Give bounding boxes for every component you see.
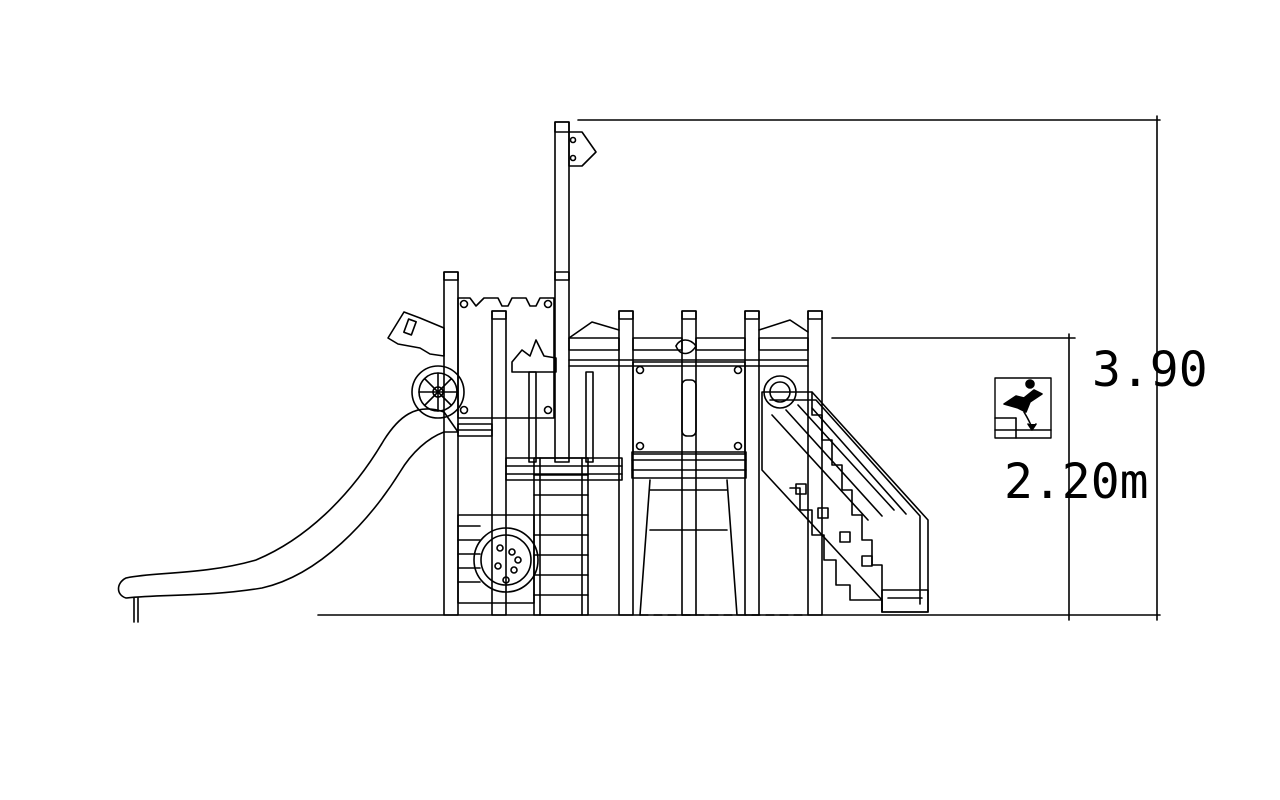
steering-wheel-icon (411, 365, 465, 419)
dimension-fall-height (831, 333, 1076, 621)
flag (568, 131, 597, 167)
ladder (533, 457, 589, 616)
post-left-outer (443, 271, 459, 616)
post-middle-3 (744, 310, 760, 616)
post-middle-2 (681, 310, 697, 616)
decorative-arm (387, 311, 445, 357)
fall-height-label: 2.20m (1004, 454, 1149, 510)
centre-panel (632, 361, 746, 455)
climbing-wall-icon (457, 514, 539, 604)
ladder-handle-left (528, 371, 537, 463)
stairs (761, 391, 929, 613)
post-right (807, 310, 823, 616)
under-deck-frame (639, 479, 809, 616)
total-height-label: 3.90 (1092, 342, 1208, 398)
slide (117, 408, 459, 623)
roof-beams (568, 319, 809, 367)
post-middle-1 (618, 310, 634, 616)
dimension-total-height (577, 115, 1161, 621)
deck-platform (505, 451, 747, 481)
fall-height-pictogram-icon (994, 377, 1052, 439)
flag-pole (554, 121, 597, 463)
ladder-handle-right (585, 371, 594, 463)
